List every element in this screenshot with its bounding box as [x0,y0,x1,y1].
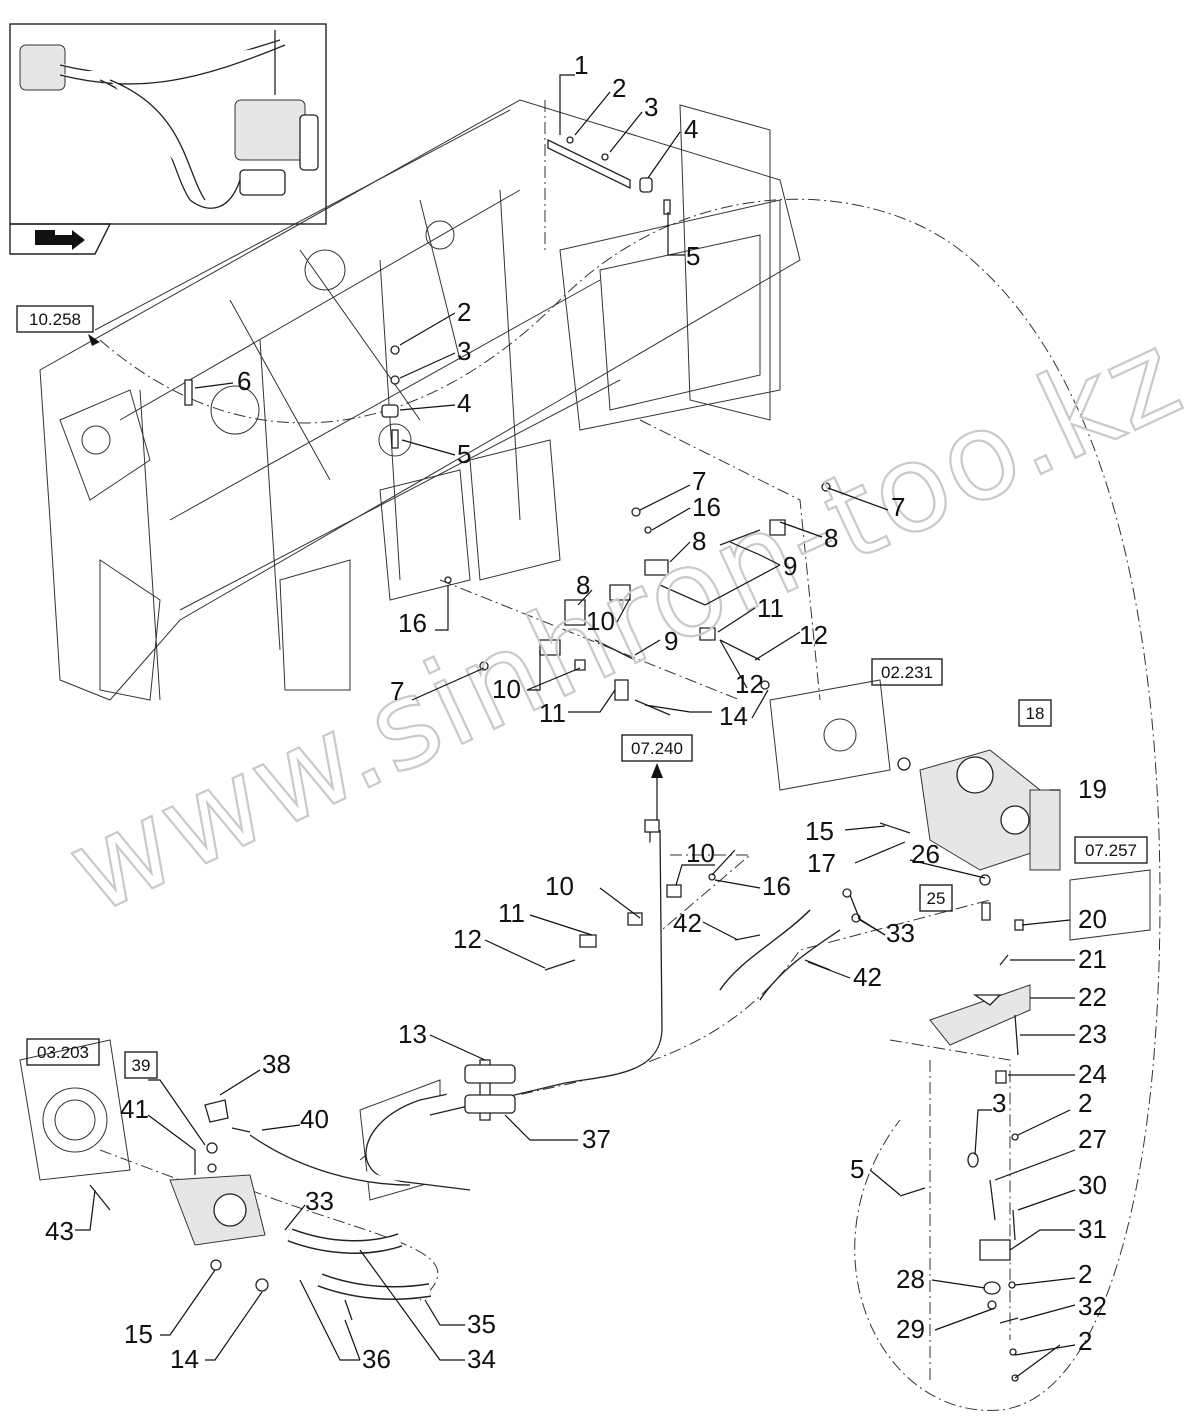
callout-31: 31 [1078,1214,1107,1244]
reference-box-25: 25 [919,884,953,912]
callout-8: 8 [692,526,706,556]
callout-37: 37 [582,1124,611,1154]
callout-2: 2 [1078,1326,1092,1356]
callout-28: 28 [896,1264,925,1294]
reference-box-02.231: 02.231 [871,658,943,686]
svg-text:07.257: 07.257 [1085,841,1137,860]
svg-text:25: 25 [927,889,946,908]
reference-box-10.258: 10.258 [16,305,94,333]
callout-6: 6 [237,366,251,396]
callout-2: 2 [612,73,626,103]
svg-text:02.231: 02.231 [881,663,933,682]
reference-boxes: 10.258 02.231 07.240 07.257 03.203 18 25 [16,305,1148,1079]
callout-7: 7 [390,676,404,706]
callout-14: 14 [170,1344,199,1374]
gear-pump-assembly [169,1174,266,1246]
callout-42: 42 [853,962,882,992]
callout-24: 24 [1078,1059,1107,1089]
callout-7: 7 [692,466,706,496]
callout-41: 41 [120,1094,149,1124]
callout-8: 8 [576,570,590,600]
callout-9: 9 [664,626,678,656]
callout-7: 7 [891,492,905,522]
callout-42: 42 [673,908,702,938]
callout-2: 2 [457,297,471,327]
callout-32: 32 [1078,1291,1107,1321]
callout-38: 38 [262,1049,291,1079]
inset-overview [9,23,327,255]
callout-40: 40 [300,1104,329,1134]
callout-21: 21 [1078,944,1107,974]
callout-labels: 1 2 3 4 5 2 3 4 5 6 7 7 16 8 8 9 7 8 10 … [45,50,1107,1374]
callout-4: 4 [684,114,698,144]
callout-15: 15 [124,1319,153,1349]
callout-33: 33 [305,1186,334,1216]
callout-12: 12 [453,924,482,954]
callout-5: 5 [850,1154,864,1184]
callout-33: 33 [886,918,915,948]
callout-26: 26 [911,839,940,869]
callout-3: 3 [457,336,471,366]
callout-22: 22 [1078,982,1107,1012]
fasteners [89,136,1024,1382]
callout-4: 4 [457,388,471,418]
mounting-bracket [929,984,1031,1261]
callout-2: 2 [1078,1259,1092,1289]
reference-box-07.257: 07.257 [1074,836,1148,864]
callout-10: 10 [492,674,521,704]
svg-text:07.240: 07.240 [631,739,683,758]
reference-box-39: 39 [124,1051,158,1079]
callout-10: 10 [686,838,715,868]
hydraulic-pump-assembly [919,749,1061,871]
callout-13: 13 [398,1019,427,1049]
leader-lines [75,74,1076,1379]
callout-12: 12 [799,620,828,650]
reference-box-18: 18 [1018,699,1052,727]
callout-16: 16 [398,608,427,638]
callout-23: 23 [1078,1019,1107,1049]
callout-3: 3 [644,92,658,122]
callout-14: 14 [719,701,748,731]
callout-5: 5 [457,439,471,469]
callout-1: 1 [574,50,588,80]
callout-12: 12 [735,669,764,699]
svg-text:03.203: 03.203 [37,1043,89,1062]
callout-17: 17 [807,848,836,878]
callout-29: 29 [896,1314,925,1344]
reference-box-03.203: 03.203 [26,1038,100,1066]
callout-8: 8 [824,523,838,553]
callout-36: 36 [362,1344,391,1374]
reference-box-07.240: 07.240 [621,734,693,762]
svg-text:18: 18 [1026,704,1045,723]
callout-10: 10 [545,871,574,901]
callout-27: 27 [1078,1124,1107,1154]
callout-34: 34 [467,1344,496,1374]
callout-30: 30 [1078,1170,1107,1200]
callout-15: 15 [805,816,834,846]
callout-20: 20 [1078,904,1107,934]
callout-10: 10 [586,606,615,636]
callout-9: 9 [783,551,797,581]
hydraulic-lines [249,829,841,1300]
callout-16: 16 [762,871,791,901]
callout-43: 43 [45,1216,74,1246]
callout-11: 11 [757,593,784,623]
callout-11: 11 [498,898,525,928]
callout-16: 16 [692,492,721,522]
callout-11: 11 [539,698,566,728]
callout-5: 5 [686,241,700,271]
callout-2: 2 [1078,1088,1092,1118]
callout-19: 19 [1078,774,1107,804]
next-page-arrow-icon[interactable] [35,230,85,250]
callout-3: 3 [992,1088,1006,1118]
svg-text:39: 39 [132,1056,151,1075]
svg-text:10.258: 10.258 [29,310,81,329]
callout-35: 35 [467,1309,496,1339]
